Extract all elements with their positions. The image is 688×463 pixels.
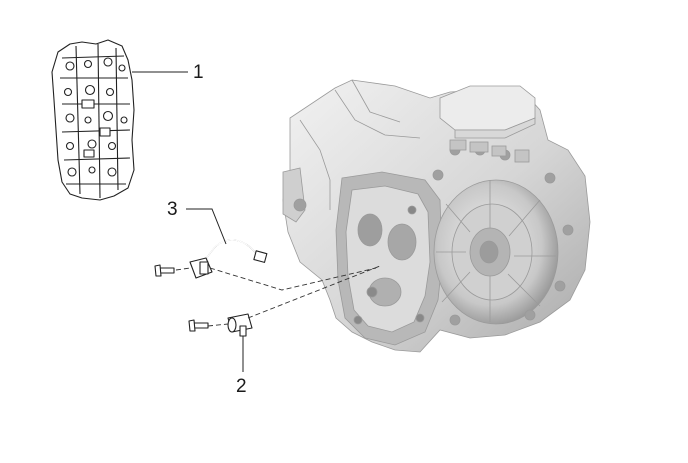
speed-sensor-part bbox=[188, 313, 253, 337]
callout-number-3: 3 bbox=[167, 199, 178, 220]
callout-1: 1 bbox=[132, 62, 204, 83]
valve-body-part bbox=[51, 39, 135, 201]
callout-number-2: 2 bbox=[236, 376, 247, 397]
callout-number-1: 1 bbox=[193, 62, 204, 83]
transmission-housing bbox=[282, 79, 591, 353]
sensor-harness-part bbox=[154, 239, 268, 279]
callout-3: 3 bbox=[167, 199, 227, 245]
callout-2: 2 bbox=[236, 336, 247, 397]
installation-lines bbox=[175, 265, 381, 327]
